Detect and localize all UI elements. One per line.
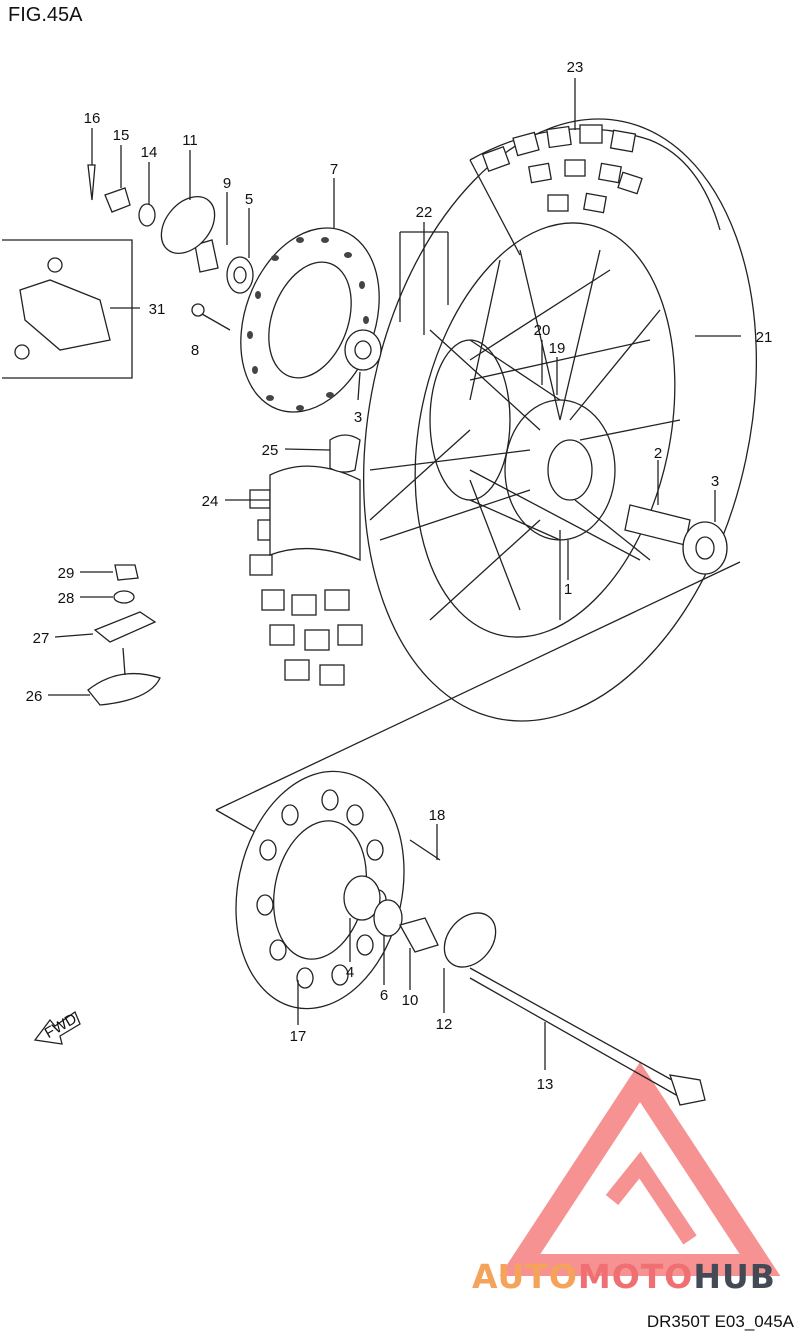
callout-1: 1 xyxy=(564,581,572,598)
callout-11: 11 xyxy=(182,132,198,149)
callout-3-right: 3 xyxy=(711,473,719,490)
figure-title: FIG.45A xyxy=(8,4,83,26)
callout-14: 14 xyxy=(141,144,158,161)
callout-17: 17 xyxy=(290,1028,307,1045)
diagram-code: DR350T E03_045A xyxy=(646,1312,794,1331)
callout-29: 29 xyxy=(58,565,75,582)
callout-8: 8 xyxy=(191,342,199,359)
callout-25: 25 xyxy=(262,442,279,459)
callout-31: 31 xyxy=(149,301,166,318)
callout-28: 28 xyxy=(58,590,75,607)
leader-lines xyxy=(48,78,741,1070)
watermark-logo xyxy=(499,1061,781,1276)
frame-line-top xyxy=(215,561,741,811)
chain-guard-31 xyxy=(19,279,111,351)
bearing-3-right xyxy=(682,521,728,575)
bearing-4 xyxy=(343,875,381,921)
callout-24: 24 xyxy=(202,493,219,510)
callout-26: 26 xyxy=(26,688,43,705)
callout-15: 15 xyxy=(113,127,130,144)
callout-27: 27 xyxy=(33,630,50,647)
callout-10: 10 xyxy=(402,992,419,1009)
bearing-5 xyxy=(226,256,254,294)
rear-tire xyxy=(249,118,758,722)
washer-6 xyxy=(373,899,403,937)
callout-6: 6 xyxy=(380,987,388,1004)
cotter-pin-16 xyxy=(87,164,96,201)
rear-sprocket xyxy=(235,770,405,1010)
guard-box xyxy=(2,239,133,379)
adjuster-12 xyxy=(443,912,497,968)
spacer-2 xyxy=(624,504,691,546)
axle-13 xyxy=(469,967,691,1091)
frame-line-left xyxy=(215,809,261,836)
callout-12: 12 xyxy=(436,1016,453,1033)
rim-band xyxy=(269,465,361,561)
nut-29 xyxy=(114,564,139,581)
wheel-hub xyxy=(369,249,681,621)
callout-19: 19 xyxy=(549,340,566,357)
bolt-18 xyxy=(409,839,441,861)
callout-9: 9 xyxy=(223,175,231,192)
chain-adjuster-11 xyxy=(160,196,216,254)
washer-28 xyxy=(113,590,135,604)
callout-13: 13 xyxy=(537,1076,554,1093)
brake-disc xyxy=(240,227,380,413)
callout-23: 23 xyxy=(567,59,584,76)
nut-15 xyxy=(104,187,131,213)
callout-18: 18 xyxy=(429,807,446,824)
washer-14 xyxy=(138,203,156,227)
rim-lock-26 xyxy=(87,672,161,706)
fwd-arrow-icon: FWD xyxy=(33,1010,81,1045)
callout-7: 7 xyxy=(330,161,338,178)
callout-2: 2 xyxy=(654,445,662,462)
callout-4: 4 xyxy=(346,964,354,981)
callout-3-left: 3 xyxy=(354,409,362,426)
callout-labels: 23 16 15 14 11 9 5 7 22 31 8 20 21 19 3 … xyxy=(26,59,773,1093)
spacer-10 xyxy=(399,917,439,953)
callout-20: 20 xyxy=(534,322,551,339)
rim-lock-27 xyxy=(93,611,157,643)
callout-22: 22 xyxy=(416,204,433,221)
bearing-3-left xyxy=(344,329,382,371)
watermark-brand: AUTOMOTOHUB xyxy=(472,1257,776,1296)
spacer-9 xyxy=(194,239,219,273)
callout-16: 16 xyxy=(84,110,101,127)
tube-valve xyxy=(329,434,361,473)
callout-21: 21 xyxy=(756,329,773,346)
callout-5: 5 xyxy=(245,191,253,208)
